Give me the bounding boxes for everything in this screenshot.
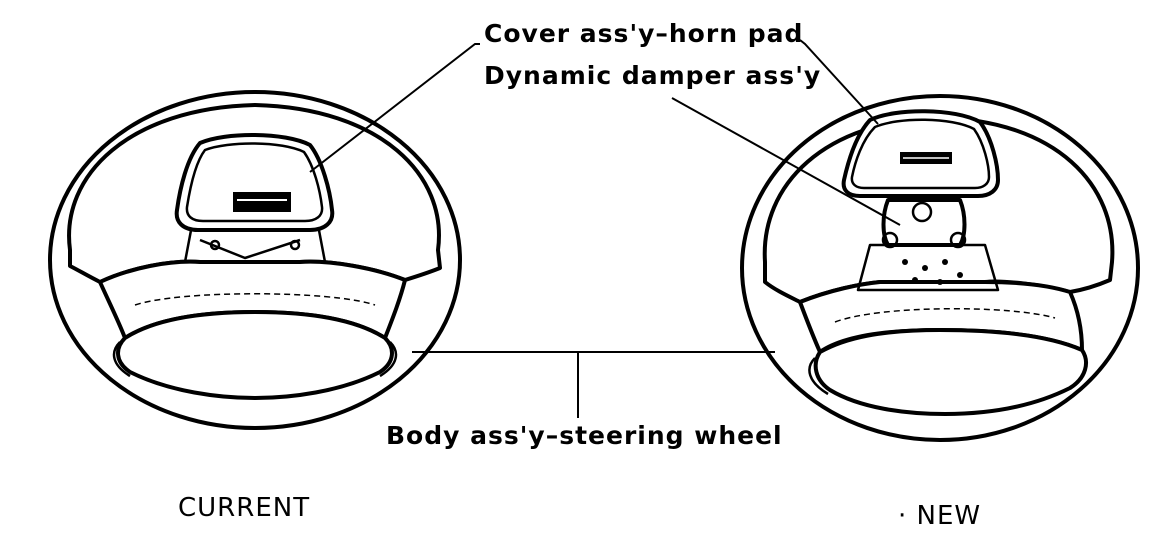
current-horn-pad-emblem xyxy=(233,192,291,212)
label-dynamic-damper: Dynamic damper ass'y xyxy=(484,61,821,90)
new-steering-wheel xyxy=(740,94,1140,442)
label-cover-horn-pad: Cover ass'y–horn pad xyxy=(484,19,803,48)
caption-current: CURRENT xyxy=(178,493,310,523)
leader-lines xyxy=(309,39,901,418)
current-wheel-lower-opening xyxy=(116,310,394,400)
current-horn-pad-cover xyxy=(174,133,335,232)
caption-new: · NEW xyxy=(898,501,981,531)
current-steering-wheel xyxy=(48,90,462,430)
new-wheel-lower-opening xyxy=(813,328,1088,416)
label-body-steering-wheel: Body ass'y–steering wheel xyxy=(386,421,783,450)
